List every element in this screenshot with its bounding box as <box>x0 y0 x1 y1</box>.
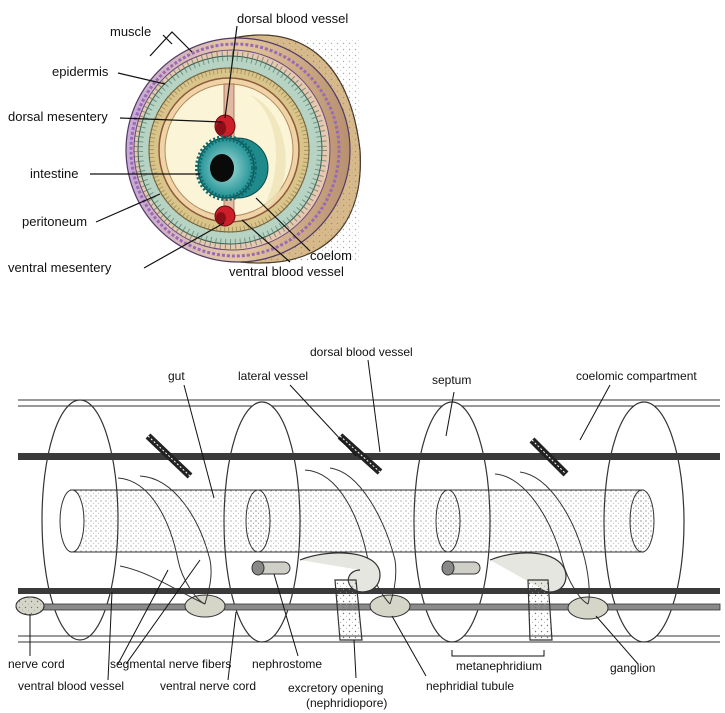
label-septum: septum <box>432 373 471 387</box>
label-coelomic-compartment: coelomic compartment <box>576 369 697 383</box>
label-excretory-opening: excretory opening <box>288 681 383 695</box>
label-dorsal-blood-vessel-long: dorsal blood vessel <box>310 345 413 359</box>
label-ventral-blood-vessel-long: ventral blood vessel <box>18 679 124 693</box>
label-gut: gut <box>168 369 185 383</box>
label-nephrostome: nephrostome <box>252 657 322 671</box>
label-ventral-blood-vessel: ventral blood vessel <box>229 264 344 279</box>
longitudinal-section-diagram: dorsal blood vessel gut lateral vessel s… <box>8 345 720 710</box>
label-intestine: intestine <box>30 166 78 181</box>
label-dorsal-mesentery: dorsal mesentery <box>8 109 108 124</box>
label-segmental-nerve-fibers: segmental nerve fibers <box>110 657 231 671</box>
label-ventral-mesentery: ventral mesentery <box>8 260 112 275</box>
label-ventral-nerve-cord: ventral nerve cord <box>160 679 256 693</box>
label-epidermis: epidermis <box>52 64 109 79</box>
label-metanephridium: metanephridium <box>456 659 542 673</box>
label-lateral-vessel: lateral vessel <box>238 369 308 383</box>
label-nerve-cord: nerve cord <box>8 657 65 671</box>
label-ganglion: ganglion <box>610 661 655 675</box>
cross-section-diagram: muscle dorsal blood vessel epidermis dor… <box>8 11 360 279</box>
label-nephridiopore: (nephridiopore) <box>306 696 387 710</box>
label-peritoneum: peritoneum <box>22 214 87 229</box>
label-dorsal-blood-vessel: dorsal blood vessel <box>237 11 348 26</box>
ventral-nerve-cord-line <box>18 604 720 610</box>
label-nephridial-tubule: nephridial tubule <box>426 679 514 693</box>
label-muscle: muscle <box>110 24 151 39</box>
label-coelom: coelom <box>310 248 352 263</box>
